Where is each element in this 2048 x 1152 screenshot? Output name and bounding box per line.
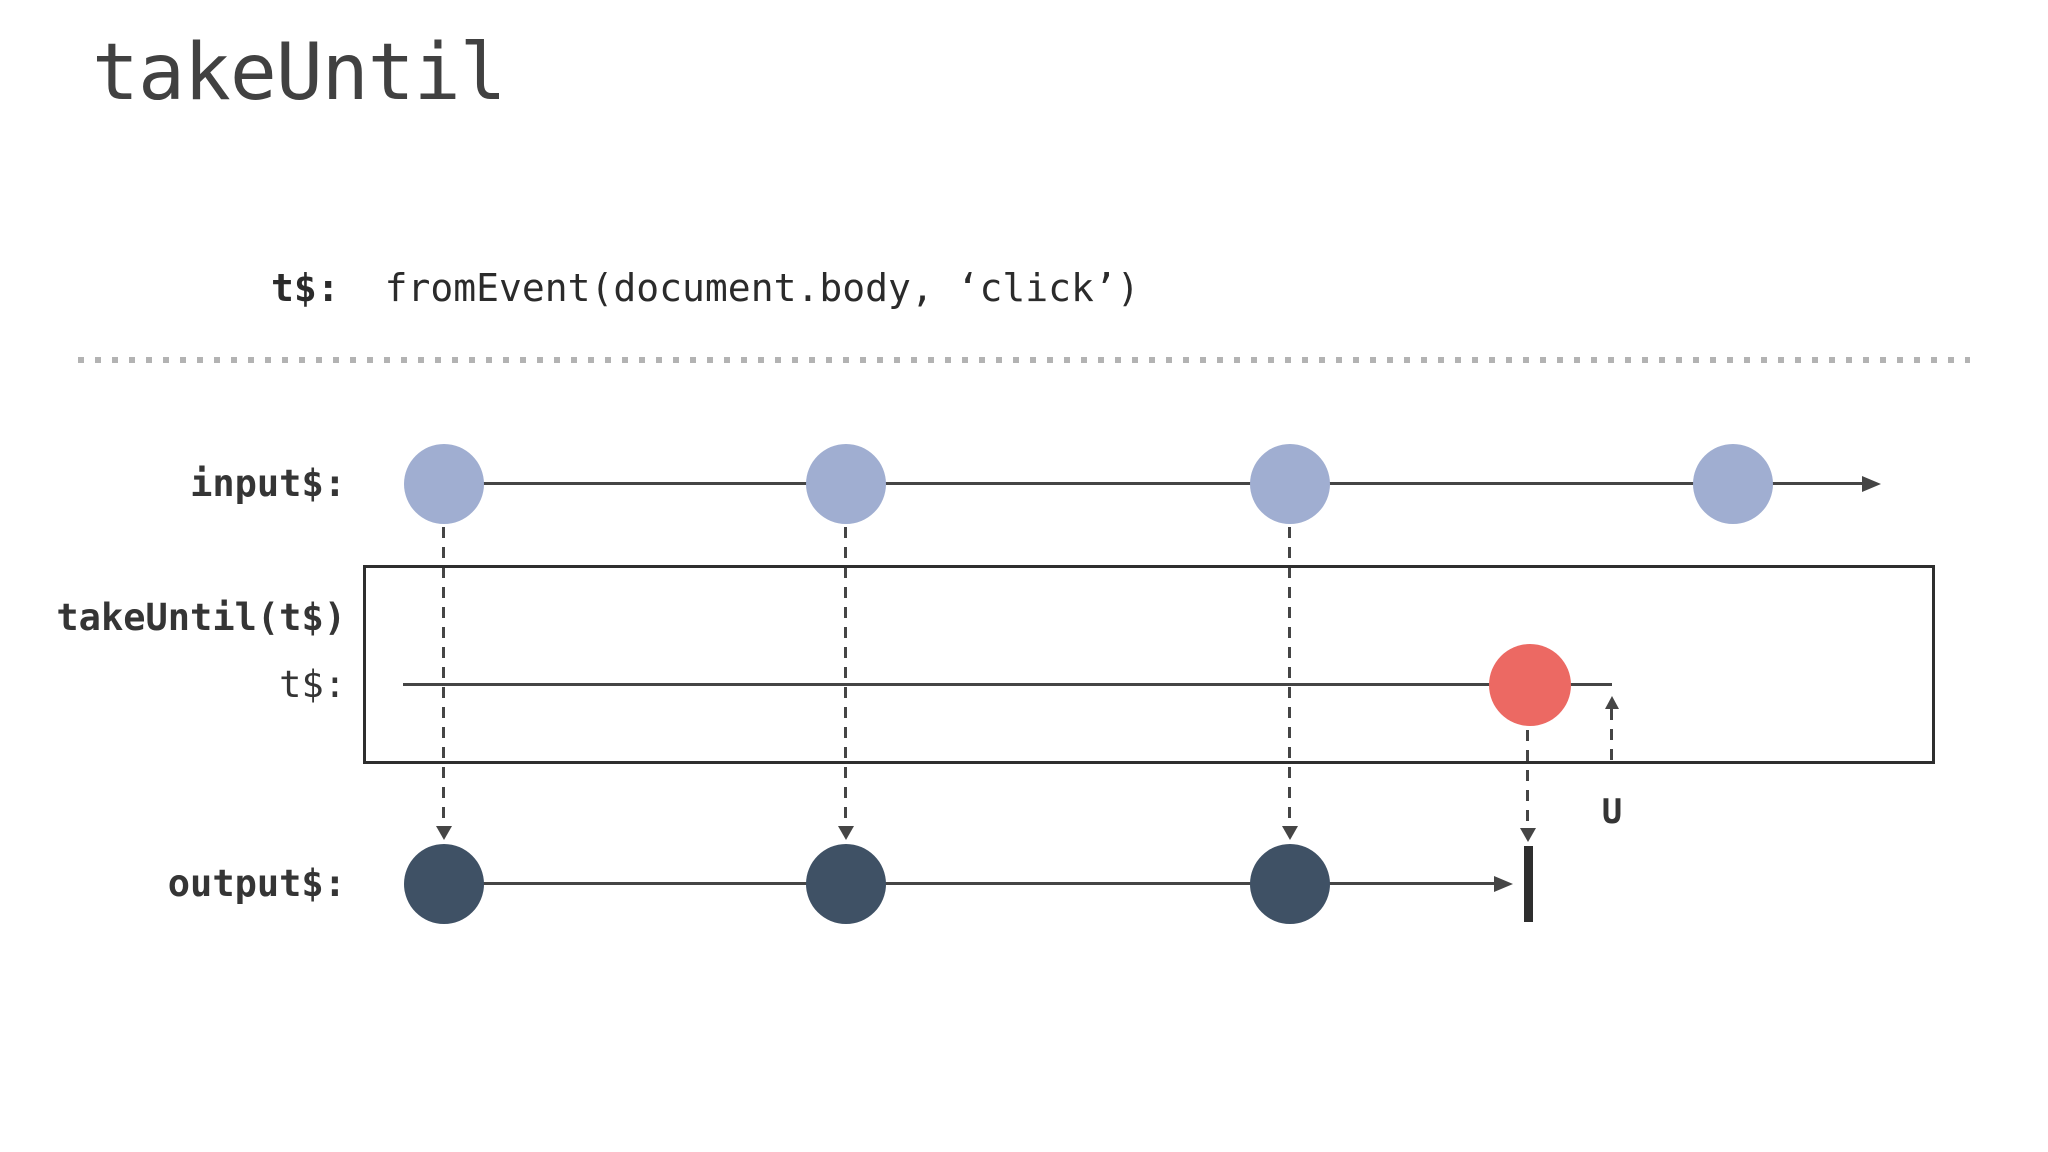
output-timeline-arrowhead-icon (1494, 876, 1513, 892)
dotted-divider (78, 357, 1970, 363)
connector-arrowhead-2-icon (838, 826, 854, 840)
operator-label: takeUntil(t$) (56, 596, 346, 639)
connector-dashed-3 (1288, 527, 1291, 826)
input-timeline (444, 482, 1864, 485)
code-line: t$: fromEvent(document.body, ‘click’) (271, 266, 1140, 310)
input-marble-2 (806, 444, 886, 524)
trigger-stream-label: t$: (279, 663, 346, 706)
trigger-marble (1489, 644, 1571, 726)
output-timeline (444, 882, 1494, 885)
output-marble-2 (806, 844, 886, 924)
output-stream-label: output$: (167, 862, 346, 905)
input-marble-1 (404, 444, 484, 524)
input-marble-4 (1693, 444, 1773, 524)
trigger-timeline (403, 683, 1612, 686)
output-marble-1 (404, 844, 484, 924)
input-marble-3 (1250, 444, 1330, 524)
unsubscribe-arrowhead-icon (1605, 696, 1619, 709)
connector-dashed-1 (442, 527, 445, 826)
trigger-connector-arrowhead-icon (1520, 828, 1536, 842)
connector-dashed-2 (844, 527, 847, 826)
trigger-connector-dashed (1526, 730, 1529, 828)
connector-arrowhead-3-icon (1282, 826, 1298, 840)
connector-arrowhead-1-icon (436, 826, 452, 840)
page-title: takeUntil (92, 28, 507, 118)
take-until-operator-box (363, 565, 1935, 764)
unsubscribe-dashed-line (1610, 709, 1613, 763)
output-marble-3 (1250, 844, 1330, 924)
unsubscribe-label: U (1601, 792, 1623, 832)
code-expression: fromEvent(document.body, ‘click’) (384, 266, 1140, 310)
code-variable-label: t$: (271, 266, 340, 310)
input-stream-label: input$: (190, 462, 346, 505)
completion-bar (1524, 846, 1533, 922)
input-timeline-arrowhead-icon (1862, 476, 1881, 492)
